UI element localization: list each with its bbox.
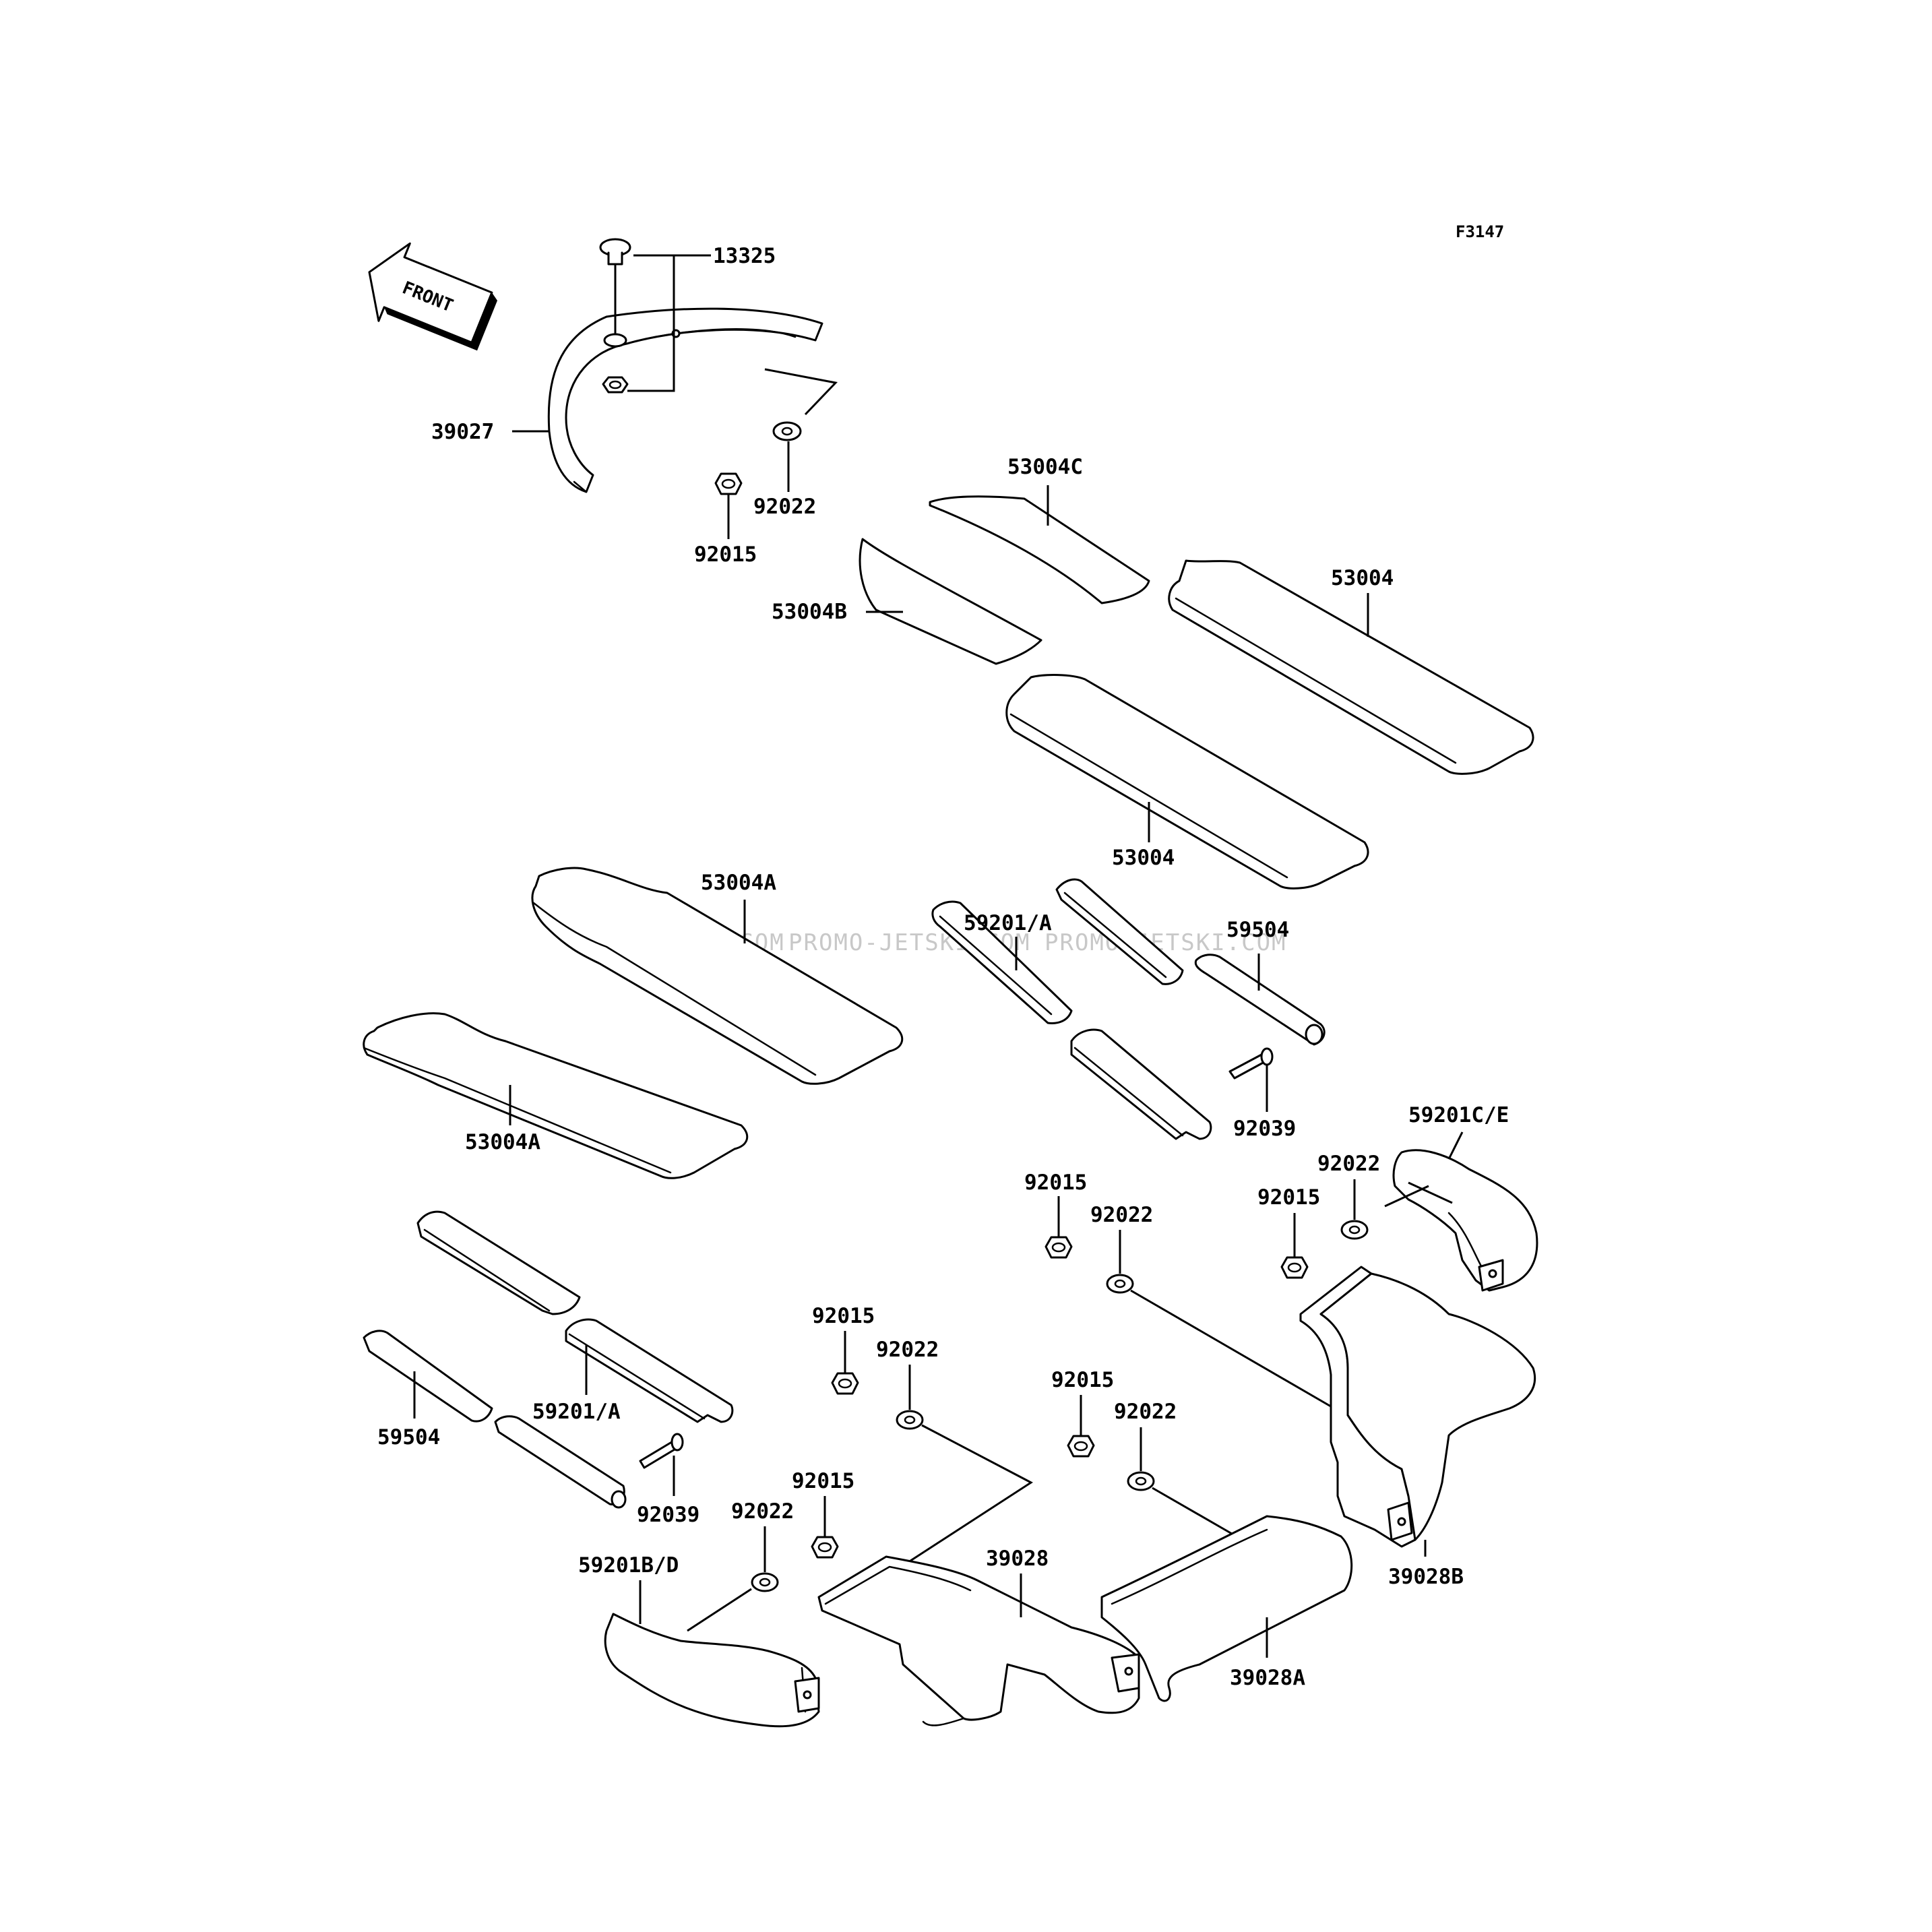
mat-53004A-upper — [531, 867, 904, 1085]
nut-92015-c1 — [1045, 1236, 1073, 1259]
front-arrow-icon: FRONT — [368, 242, 498, 351]
bracket-39028B — [1299, 1266, 1536, 1548]
mat-53004A-lower — [363, 1012, 749, 1179]
label-59201A-lower: 59201/A — [532, 1400, 621, 1424]
label-92015-ce: 92015 — [1257, 1185, 1320, 1210]
label-92022-c1: 92022 — [1090, 1203, 1153, 1227]
label-53004A-upper: 53004A — [701, 871, 776, 895]
label-13325: 13325 — [713, 244, 776, 268]
channel-39028 — [817, 1555, 1140, 1726]
label-92022-top: 92022 — [753, 495, 816, 519]
label-92039-lower: 92039 — [637, 1503, 699, 1527]
label-39028B: 39028B — [1388, 1565, 1464, 1589]
nut-92015-c2 — [831, 1372, 859, 1395]
label-92015-c4: 92015 — [792, 1469, 854, 1493]
label-59504-upper: 59504 — [1226, 918, 1289, 942]
label-92015-c1: 92015 — [1024, 1171, 1087, 1195]
nut-92015-c4 — [811, 1536, 839, 1559]
label-92022-ce: 92022 — [1317, 1152, 1380, 1176]
label-92015-top: 92015 — [694, 542, 757, 567]
label-59201A-upper: 59201/A — [964, 911, 1052, 935]
rail-59201A-lower-b — [565, 1318, 734, 1423]
label-39027: 39027 — [431, 420, 494, 444]
rivet-92039-lower — [639, 1433, 684, 1469]
washer-92022-c1 — [1106, 1274, 1134, 1294]
watermark-text-3: PROMO-JETSKI.COM — [1045, 929, 1287, 956]
washer-92022-c3 — [1127, 1471, 1155, 1491]
plug-13325 — [599, 238, 631, 266]
label-59201BD: 59201B/D — [578, 1553, 679, 1578]
rail-59504-upper — [1194, 954, 1326, 1046]
diagram-code: F3147 — [1456, 222, 1504, 241]
rail-59201A-lower-a — [416, 1210, 581, 1315]
rail-lower-tube — [494, 1415, 627, 1509]
label-92015-c3: 92015 — [1051, 1368, 1114, 1392]
label-53004-right: 53004 — [1331, 566, 1394, 590]
label-39028A: 39028A — [1230, 1666, 1305, 1690]
rail-59201A-upper-a — [931, 900, 1073, 1024]
label-59201CE: 59201C/E — [1408, 1103, 1509, 1127]
washer-92022-ce — [1340, 1220, 1369, 1240]
mat-53004-mid — [1005, 674, 1369, 890]
label-92022-c2: 92022 — [876, 1338, 939, 1362]
nut-under-grip — [602, 376, 629, 394]
label-53004A-lower: 53004A — [465, 1130, 540, 1154]
rail-59201A-upper-b — [1055, 878, 1184, 985]
nut-92015-c3 — [1067, 1435, 1095, 1458]
channel-upper — [1070, 1028, 1212, 1140]
mat-53004B — [859, 538, 1042, 665]
label-92015-c2: 92015 — [812, 1304, 875, 1328]
label-53004B: 53004B — [772, 600, 847, 624]
washer-92022-c2 — [896, 1410, 924, 1430]
mat-53004C — [929, 495, 1150, 604]
nut-92015-ce — [1280, 1256, 1309, 1279]
washer-92022-top — [772, 421, 802, 441]
label-53004-mid: 53004 — [1112, 846, 1175, 870]
nut-92015-top — [714, 472, 743, 495]
label-59504-lower: 59504 — [377, 1425, 440, 1450]
cap-59201BD — [604, 1613, 820, 1728]
cap-59201CE — [1392, 1149, 1538, 1292]
label-92022-c4: 92022 — [731, 1499, 794, 1524]
rivet-92039-upper — [1228, 1047, 1274, 1080]
label-92022-c3: 92022 — [1114, 1400, 1177, 1424]
label-39028: 39028 — [986, 1547, 1049, 1571]
label-92039-upper: 92039 — [1233, 1117, 1296, 1141]
mat-53004-right — [1168, 559, 1534, 775]
label-53004C: 53004C — [1007, 455, 1083, 479]
rail-59504-lower — [363, 1330, 493, 1423]
washer-92022-c4 — [751, 1572, 779, 1592]
plate-39028A — [1100, 1515, 1353, 1702]
grip-39027 — [547, 307, 823, 493]
